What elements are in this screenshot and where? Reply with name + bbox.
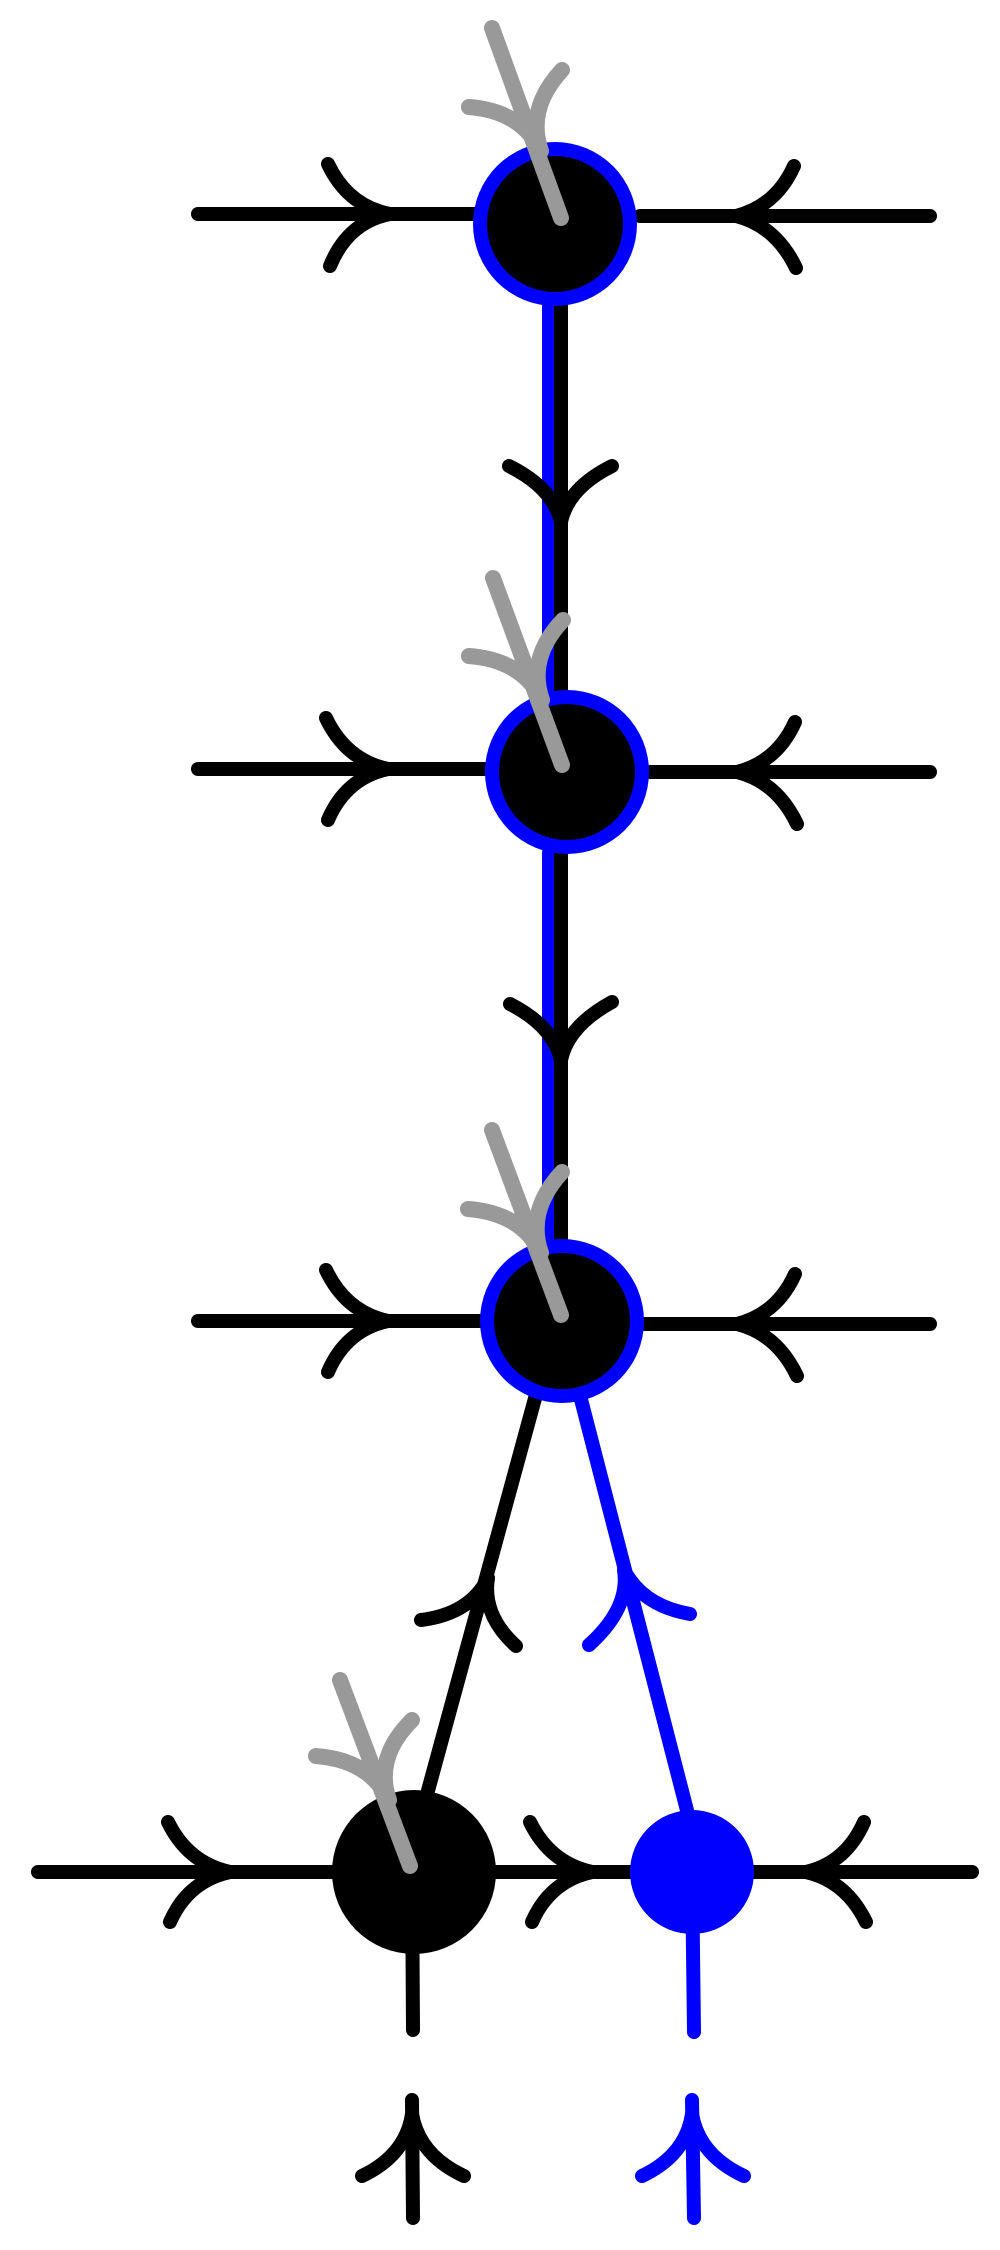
- ghost-arrow: [460, 1122, 570, 1323]
- right-leg-arrowhead: [799, 1815, 873, 1929]
- input-arrowhead: [635, 2107, 751, 2183]
- input-arrowhead: [355, 2107, 471, 2183]
- node-n3: [460, 1122, 644, 1403]
- row-3-legs: [191, 1263, 937, 1383]
- left-leg-arrowhead: [319, 1263, 395, 1379]
- node-n4: [308, 1672, 496, 1954]
- row-4-left-legs: [31, 1815, 979, 1929]
- left-leg-arrowhead: [319, 711, 395, 827]
- row-1-legs: [191, 157, 937, 275]
- node-n2: [461, 570, 649, 854]
- left-leg-arrowhead: [321, 157, 397, 273]
- ghost-arrow: [308, 1672, 420, 1874]
- edge-arrowhead: [502, 459, 619, 529]
- node-n1: [461, 20, 637, 306]
- right-leg-arrowhead: [730, 1267, 804, 1383]
- node-core: [630, 1810, 754, 1934]
- node-core: [487, 156, 623, 292]
- right-leg-arrowhead: [729, 159, 803, 275]
- ghost-arrow: [461, 570, 571, 773]
- edge-arrowhead: [582, 1563, 697, 1652]
- edge-arrowhead: [503, 995, 619, 1067]
- edge-n5-n3: [569, 1373, 697, 1829]
- ghost-arrow: [461, 20, 570, 226]
- edge-arrowhead: [414, 1571, 523, 1653]
- edge-line: [569, 1373, 697, 1829]
- node-n5: [630, 1810, 754, 1934]
- node-core: [499, 704, 635, 840]
- right-leg-arrowhead: [730, 715, 804, 831]
- row-2-legs: [191, 711, 937, 831]
- edge-n4-n3: [413, 1373, 547, 1827]
- far-left-leg-arrowhead: [161, 1815, 237, 1929]
- link-leg-arrowhead: [523, 1815, 599, 1929]
